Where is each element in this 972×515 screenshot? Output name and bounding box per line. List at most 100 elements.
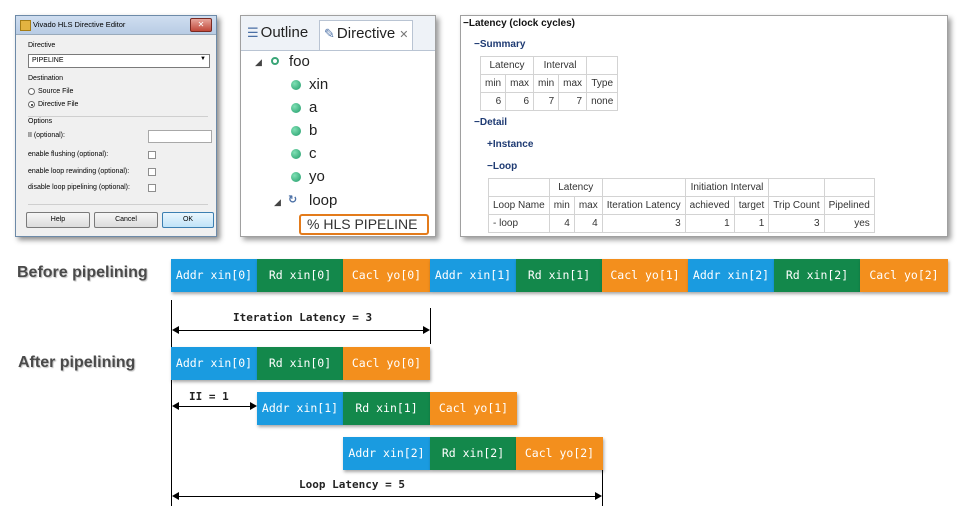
help-button[interactable]: Help bbox=[26, 212, 90, 228]
function-icon bbox=[271, 57, 279, 65]
loop-cell: yes bbox=[823, 214, 875, 233]
loop-end-marker bbox=[602, 470, 603, 506]
arrow-left-icon bbox=[172, 402, 179, 410]
summary-header: max bbox=[505, 74, 535, 93]
iteration-latency-arrow bbox=[174, 330, 427, 331]
loop-section[interactable]: −Loop bbox=[487, 161, 518, 172]
ii-arrow bbox=[174, 406, 254, 407]
summary-section[interactable]: −Summary bbox=[474, 39, 526, 50]
loop-header: Pipelined bbox=[823, 196, 875, 215]
summary-header: min bbox=[533, 74, 560, 93]
variable-icon bbox=[291, 80, 301, 90]
summary-group-latency: Latency bbox=[479, 56, 535, 75]
variable-icon bbox=[291, 126, 301, 136]
directive-label: Directive bbox=[28, 42, 56, 49]
stage-block-cacl: Cacl yo[1] bbox=[602, 259, 688, 292]
collapse-icon[interactable]: − bbox=[474, 117, 480, 128]
ii-label: II (optional): bbox=[28, 132, 65, 139]
collapse-icon[interactable]: − bbox=[474, 39, 480, 50]
stage-block-addr: Addr xin[0] bbox=[171, 259, 257, 292]
view-tab-bar: ☰Outline ✎Directive✕ bbox=[241, 16, 435, 51]
tree-node-c[interactable]: c bbox=[309, 145, 317, 162]
dialog-title: Vivado HLS Directive Editor bbox=[33, 20, 126, 29]
expand-toggle-icon[interactable]: ◢ bbox=[274, 197, 281, 207]
ii-input[interactable] bbox=[148, 130, 212, 143]
disable-pipelining-checkbox[interactable] bbox=[148, 184, 156, 192]
after-pipelining-label: After pipelining bbox=[18, 354, 136, 371]
variable-icon bbox=[291, 149, 301, 159]
directive-file-label: Directive File bbox=[38, 101, 79, 108]
expand-toggle-icon[interactable]: ◢ bbox=[255, 57, 262, 67]
loop-cell: 1 bbox=[684, 214, 735, 233]
disable-pipelining-label: disable loop pipelining (optional): bbox=[28, 184, 130, 191]
tree-node-yo[interactable]: yo bbox=[309, 168, 325, 185]
stage-block-addr: Addr xin[2] bbox=[343, 437, 430, 470]
summary-group-interval: Interval bbox=[533, 56, 588, 75]
arrow-left-icon bbox=[172, 492, 179, 500]
arrow-right-icon bbox=[250, 402, 257, 410]
instance-section[interactable]: +Instance bbox=[487, 139, 534, 150]
loop-cell: 4 bbox=[548, 214, 575, 233]
loop-cell: 4 bbox=[573, 214, 603, 233]
stage-block-cacl: Cacl yo[0] bbox=[343, 347, 430, 380]
loop-icon: ↻ bbox=[288, 194, 298, 206]
tab-directive[interactable]: ✎Directive✕ bbox=[319, 20, 414, 50]
tree-node-loop[interactable]: loop bbox=[309, 192, 338, 209]
loop-group-ii: Initiation Interval bbox=[684, 178, 770, 197]
stage-block-addr: Addr xin[0] bbox=[171, 347, 257, 380]
tree-node-xin[interactable]: xin bbox=[309, 76, 329, 93]
tree-node-foo[interactable]: foo bbox=[289, 53, 310, 70]
stage-block-cacl: Cacl yo[2] bbox=[860, 259, 948, 292]
outline-icon: ☰ bbox=[247, 25, 259, 40]
directive-icon: ✎ bbox=[324, 26, 335, 41]
arrow-right-icon bbox=[595, 492, 602, 500]
enable-rewinding-checkbox[interactable] bbox=[148, 168, 156, 176]
tree-node-a[interactable]: a bbox=[309, 99, 318, 116]
stage-block-addr: Addr xin[2] bbox=[688, 259, 774, 292]
chevron-down-icon: ▼ bbox=[200, 56, 206, 62]
pipeline-pragma-item[interactable]: % HLS PIPELINE bbox=[299, 214, 429, 235]
enable-flushing-checkbox[interactable] bbox=[148, 151, 156, 159]
tab-outline[interactable]: ☰Outline bbox=[247, 24, 308, 41]
directive-view-panel: ☰Outline ✎Directive✕ bbox=[240, 15, 436, 237]
ii-label: II = 1 bbox=[186, 390, 232, 403]
summary-header: min bbox=[479, 74, 507, 93]
summary-cell: 7 bbox=[558, 92, 588, 111]
loop-cell: 1 bbox=[733, 214, 770, 233]
ok-button[interactable]: OK bbox=[162, 212, 214, 228]
loop-latency-label: Loop Latency = 5 bbox=[296, 478, 408, 491]
expand-icon[interactable]: + bbox=[487, 139, 493, 150]
loop-group-latency: Latency bbox=[548, 178, 603, 197]
close-icon[interactable]: ✕ bbox=[190, 18, 212, 32]
dialog-titlebar: Vivado HLS Directive Editor ✕ bbox=[16, 16, 216, 35]
detail-section[interactable]: −Detail bbox=[474, 117, 508, 128]
enable-rewinding-label: enable loop rewinding (optional): bbox=[28, 168, 130, 175]
variable-icon bbox=[291, 103, 301, 113]
stage-block-rd: Rd xin[1] bbox=[343, 392, 430, 425]
loop-cell: - loop bbox=[488, 214, 550, 233]
summary-cell: none bbox=[586, 92, 619, 111]
loop-header: target bbox=[733, 196, 770, 215]
stage-block-rd: Rd xin[0] bbox=[257, 347, 343, 380]
cancel-button[interactable]: Cancel bbox=[94, 212, 158, 228]
stage-block-cacl: Cacl yo[2] bbox=[516, 437, 603, 470]
collapse-icon[interactable]: − bbox=[487, 161, 493, 172]
collapse-icon[interactable]: − bbox=[463, 18, 469, 29]
loop-header: Trip Count bbox=[768, 196, 825, 215]
loop-table: Latency Initiation Interval Loop Name mi… bbox=[488, 178, 875, 233]
iteration-end-marker bbox=[430, 308, 431, 344]
directive-select[interactable]: PIPELINE ▼ bbox=[28, 54, 210, 68]
stage-block-cacl: Cacl yo[0] bbox=[343, 259, 430, 292]
source-file-label: Source File bbox=[38, 88, 74, 95]
stage-block-addr: Addr xin[1] bbox=[257, 392, 343, 425]
arrow-left-icon bbox=[172, 326, 179, 334]
directive-file-radio[interactable] bbox=[28, 101, 35, 108]
tree-node-b[interactable]: b bbox=[309, 122, 318, 139]
summary-header: max bbox=[558, 74, 588, 93]
source-file-radio[interactable] bbox=[28, 88, 35, 95]
close-icon[interactable]: ✕ bbox=[399, 29, 409, 41]
stage-block-cacl: Cacl yo[1] bbox=[430, 392, 517, 425]
summary-table: Latency Interval min max min max Type 6 … bbox=[479, 56, 619, 111]
stage-block-addr: Addr xin[1] bbox=[430, 259, 516, 292]
loop-blank bbox=[823, 178, 875, 197]
